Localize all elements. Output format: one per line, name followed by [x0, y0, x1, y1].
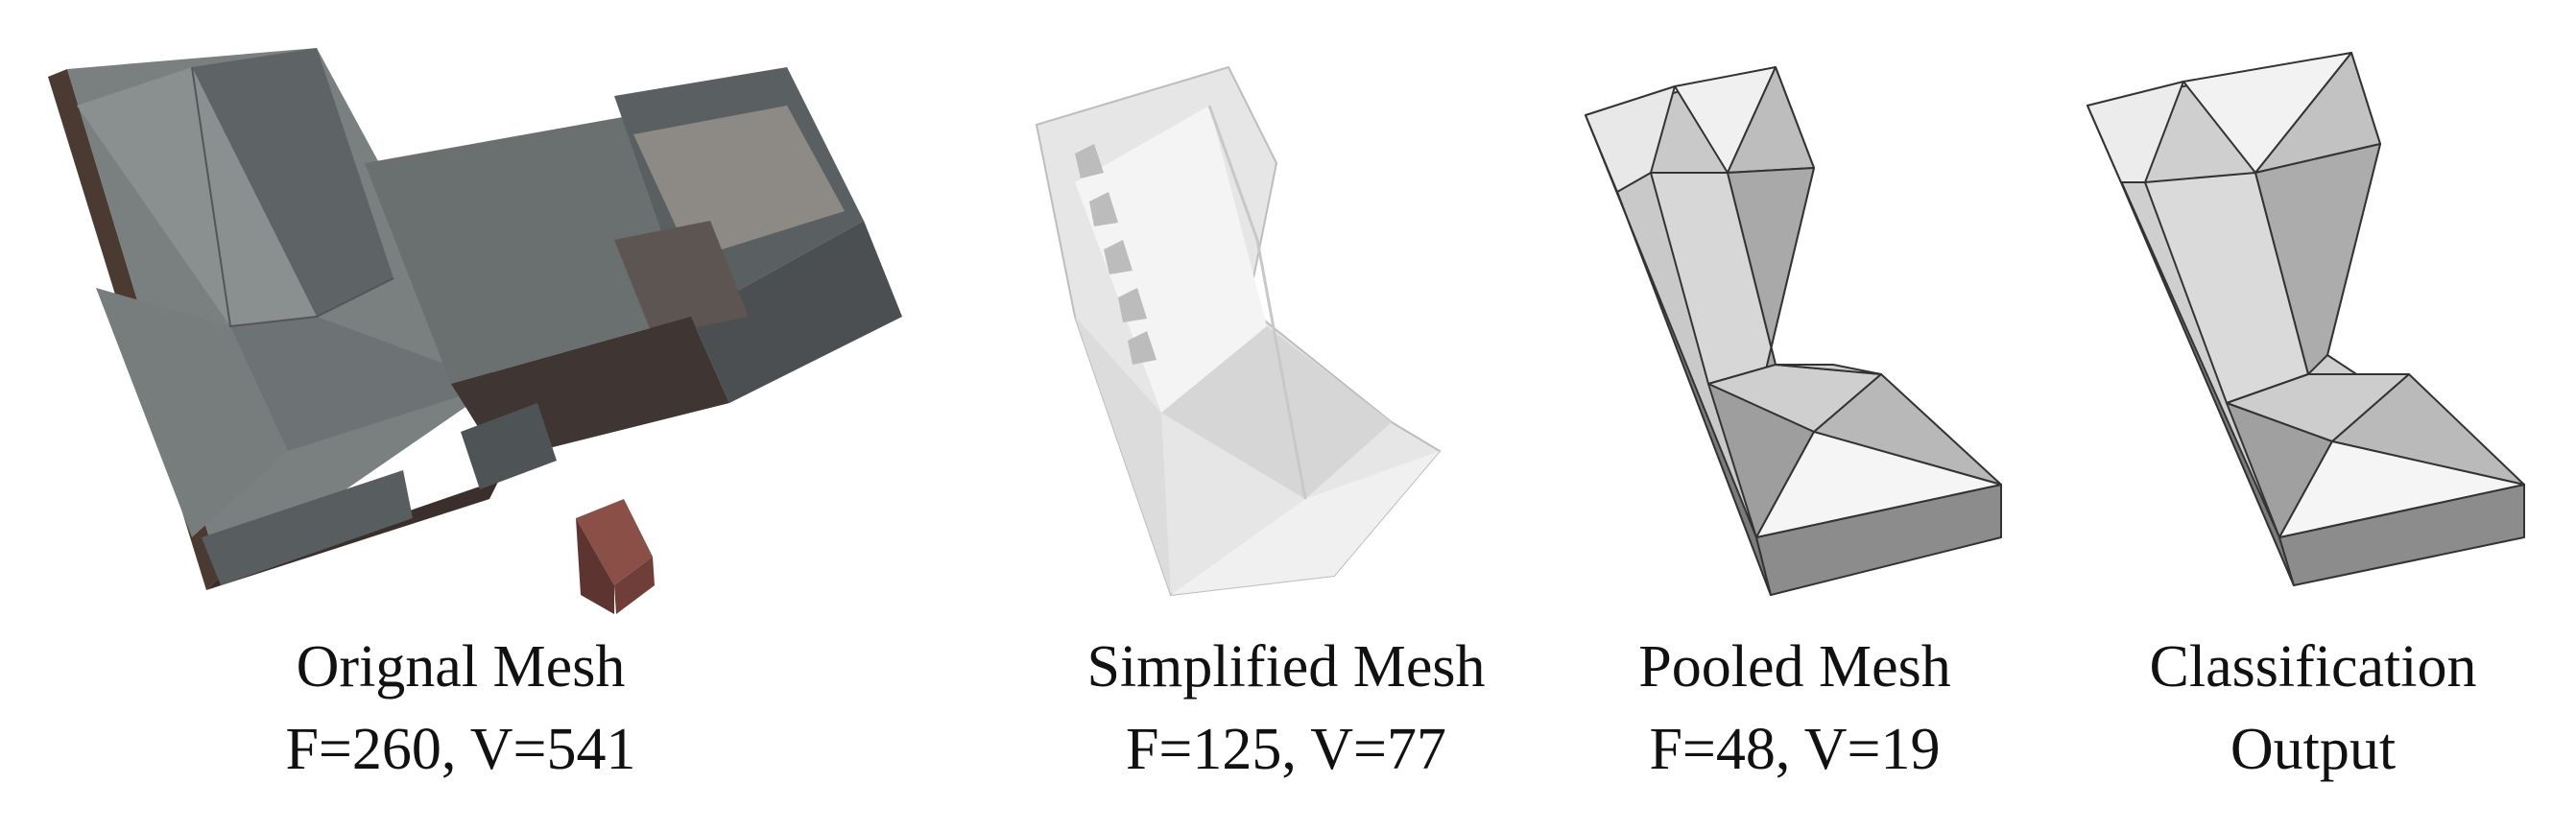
- classification-output-subtitle: Output: [2230, 717, 2397, 782]
- simplified-mesh-caption: Simplified Mesh F=125, V=77: [1037, 626, 1536, 791]
- pooled-mesh-panel: Pooled Mesh F=48, V=19: [1574, 0, 2015, 831]
- simplified-mesh-image: [1035, 65, 1442, 597]
- classification-output-caption: Classification Output: [2063, 626, 2563, 791]
- original-mesh-title: Orignal Mesh: [296, 634, 626, 700]
- simplified-mesh-title: Simplified Mesh: [1086, 634, 1486, 700]
- pooled-mesh-caption: Pooled Mesh F=48, V=19: [1574, 626, 2015, 791]
- original-mesh-caption: Orignal Mesh F=260, V=541: [221, 626, 701, 791]
- classification-output-image: [2087, 52, 2525, 586]
- classification-output-title: Classification: [2149, 634, 2477, 700]
- pooled-mesh-image: [1585, 66, 2002, 596]
- pooled-mesh-stats: F=48, V=19: [1649, 717, 1941, 782]
- simplified-mesh-panel: Simplified Mesh F=125, V=77: [1017, 0, 1555, 831]
- original-mesh-stats: F=260, V=541: [285, 717, 636, 782]
- pooled-mesh-title: Pooled Mesh: [1638, 634, 1951, 700]
- original-mesh-panel: Orignal Mesh F=260, V=541: [0, 0, 960, 831]
- original-mesh-image: [48, 48, 902, 614]
- classification-output-panel: Classification Output: [2063, 0, 2563, 831]
- simplified-mesh-stats: F=125, V=77: [1125, 717, 1447, 782]
